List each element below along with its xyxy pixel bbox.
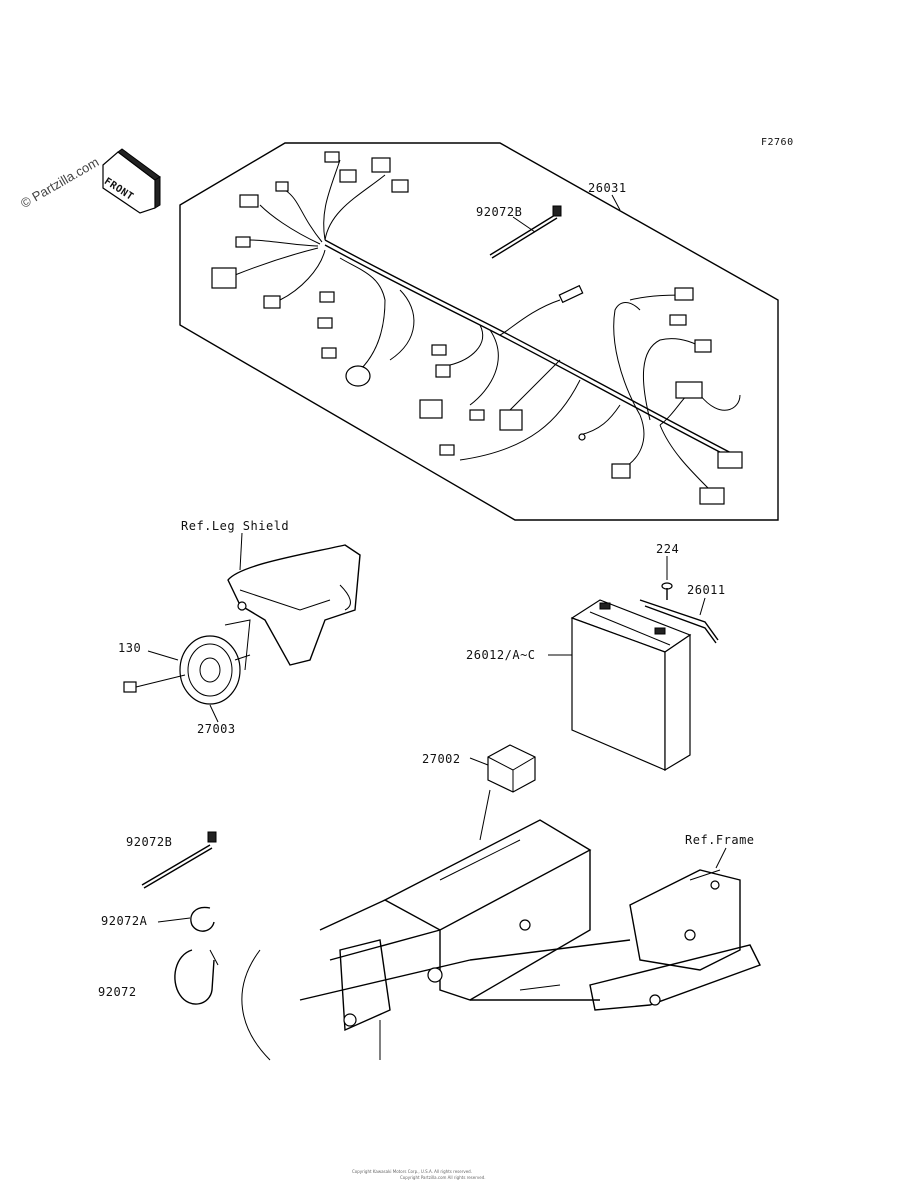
- part-label-92072A: 92072A: [101, 914, 148, 928]
- footer-copyright-1: Copyright Kawasaki Motors Corp., U.S.A. …: [352, 1169, 472, 1174]
- part-label-130: 130: [118, 641, 142, 655]
- part-label-92072: 92072: [98, 985, 137, 999]
- part-label-26031: 26031: [588, 181, 627, 195]
- part-label-27003: 27003: [197, 722, 236, 736]
- part-label-26012: 26012/A~C: [466, 648, 536, 662]
- leader-lines: [147, 194, 727, 923]
- clamp-92072: [174, 949, 219, 1005]
- part-label-92072B-top: 92072B: [476, 205, 523, 219]
- footer-copyright-2: Copyright Partzilla.com All rights reser…: [400, 1175, 486, 1180]
- horn-27003: [179, 635, 251, 705]
- ref-leg-shield-label: Ref.Leg Shield: [181, 519, 290, 533]
- battery-strap-26011: [639, 599, 719, 644]
- part-label-224: 224: [656, 542, 680, 556]
- harness-panel-outline: [179, 142, 779, 521]
- ref-frame-label: Ref.Frame: [685, 833, 755, 847]
- clamp-92072A: [190, 906, 215, 932]
- part-label-27002: 27002: [422, 752, 461, 766]
- part-label-92072B-left: 92072B: [126, 835, 173, 849]
- cable-tie-top: [489, 205, 562, 259]
- frame: [241, 819, 761, 1061]
- figure-code: F2760: [761, 137, 794, 148]
- horn-bracket: [224, 544, 361, 671]
- battery-26012: [570, 599, 692, 772]
- bolt-130: [123, 674, 186, 693]
- cable-tie-left: [141, 831, 217, 889]
- relay-27002: [487, 744, 536, 793]
- harness-connectors: [211, 151, 743, 505]
- part-label-26011: 26011: [687, 583, 726, 597]
- screw-224: [661, 582, 673, 600]
- front-arrow-icon: [102, 148, 161, 214]
